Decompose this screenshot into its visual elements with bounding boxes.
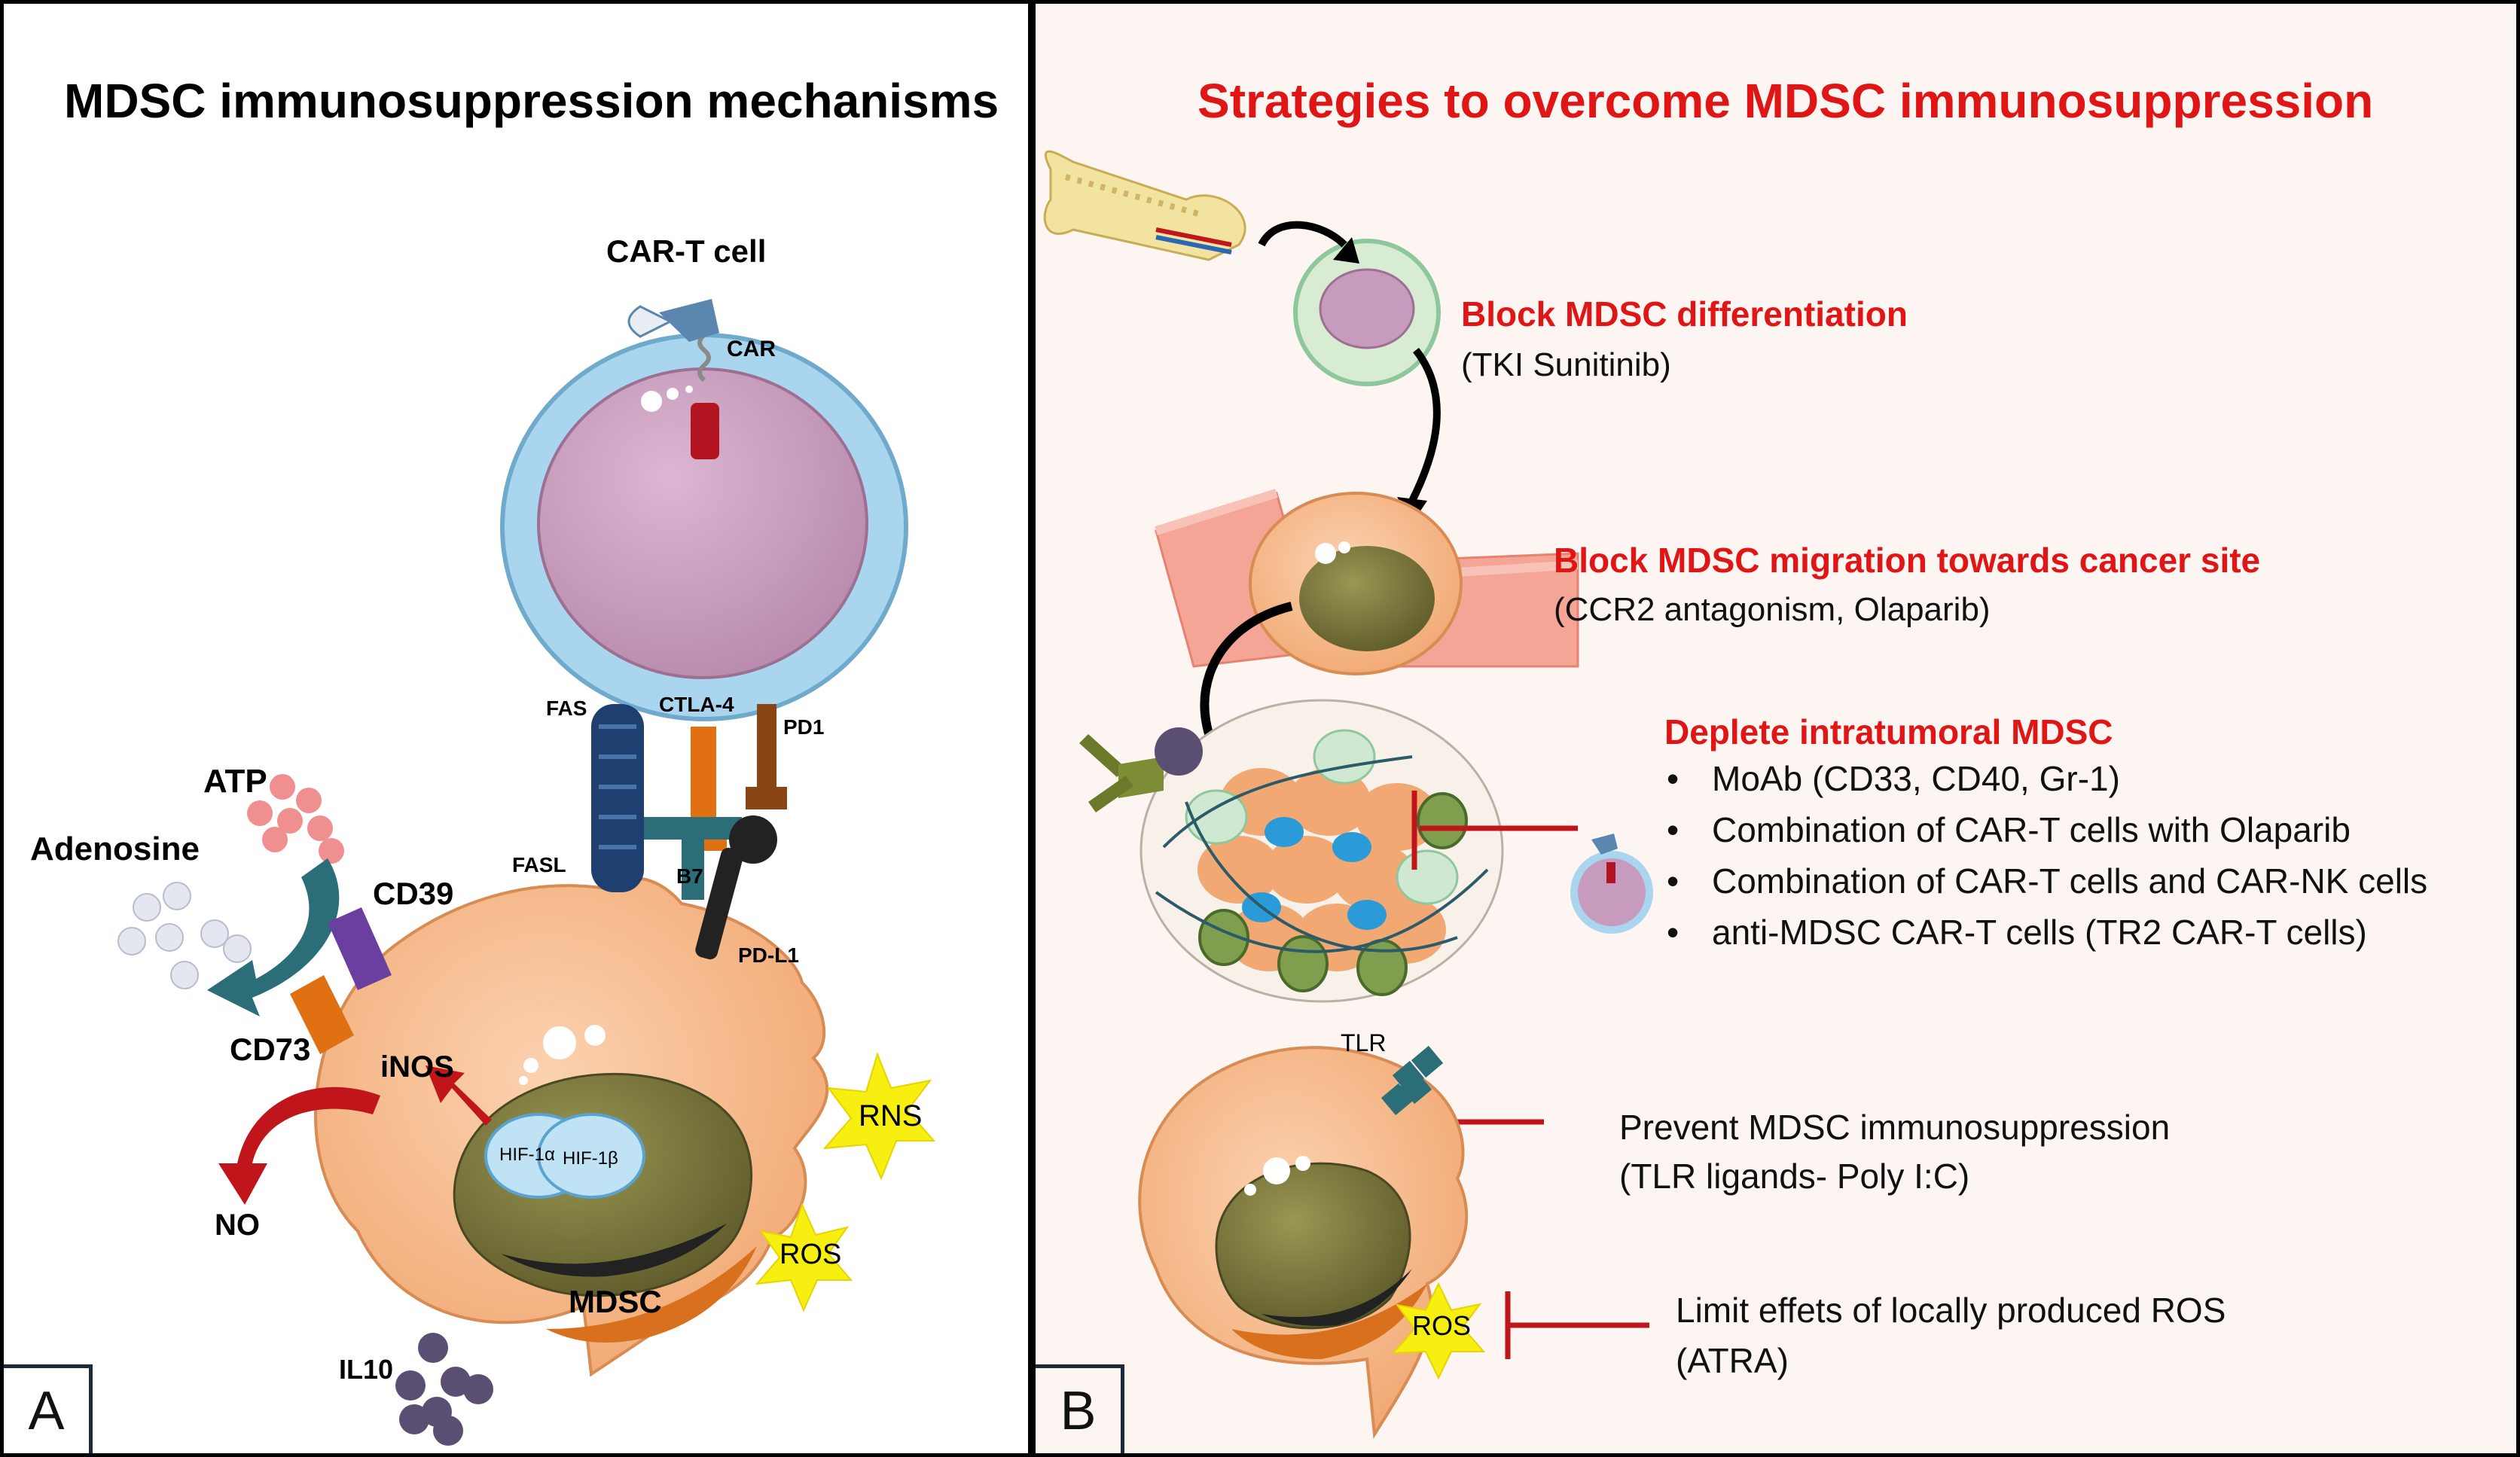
adenosine-molecules — [117, 882, 252, 989]
label-il10: IL10 — [339, 1354, 394, 1385]
panel-a: MDSC immunosuppression mechanisms — [0, 0, 1032, 1457]
tlr-receptor — [1381, 1045, 1444, 1116]
arrow-to-migration — [1408, 347, 1441, 503]
panel-b: Strategies to overcome MDSC immunosuppre… — [1032, 0, 2520, 1457]
strategy-deplete-heading: Deplete intratumoral MDSC — [1664, 712, 2113, 751]
ros-star-a — [755, 1202, 853, 1312]
adenosine-arrow — [207, 858, 340, 1017]
label-hif1a: HIF-1α — [499, 1145, 555, 1165]
label-ros-b: ROS — [1412, 1310, 1472, 1341]
strategy-migration-detail: (CCR2 antagonism, Olaparib) — [1554, 591, 1991, 628]
label-ctla4: CTLA-4 — [659, 693, 734, 716]
pd1-pdl1 — [695, 704, 787, 960]
tumor-mass — [1139, 699, 1504, 1003]
ctla4-b7 — [644, 727, 742, 900]
label-fas: FAS — [546, 696, 587, 720]
panel-b-illustration — [1043, 150, 1653, 1440]
fas-fasl — [591, 704, 644, 892]
strategy-limit-line2: (ATRA) — [1676, 1341, 1789, 1380]
hif-complex — [484, 1113, 645, 1199]
antibody — [1079, 727, 1203, 812]
bone-marrow — [1043, 150, 1246, 261]
label-b7: B7 — [676, 864, 703, 888]
car-t-cell — [500, 333, 908, 721]
small-car-t-cell — [1570, 834, 1653, 934]
il10-molecules — [395, 1333, 493, 1446]
label-tlr: TLR — [1341, 1029, 1387, 1056]
strategy-prevent-line1: Prevent MDSC immunosuppression — [1619, 1108, 2171, 1147]
progenitor-cell — [1293, 239, 1441, 386]
label-cd73: CD73 — [230, 1032, 311, 1067]
car-receptor — [627, 299, 719, 459]
migrating-mdsc — [1249, 492, 1463, 675]
label-adenosine: Adenosine — [30, 831, 200, 867]
deplete-item: Combination of CAR-T cells and CAR-NK ce… — [1653, 861, 2427, 912]
strategy-limit-line1: Limit effets of locally produced ROS — [1676, 1291, 2226, 1330]
panel-b-letter: B — [1036, 1364, 1124, 1453]
panel-a-illustration — [117, 299, 936, 1446]
strategy-differentiation-detail: (TKI Sunitinib) — [1461, 346, 1671, 383]
deplete-item: anti-MDSC CAR-T cells (TR2 CAR-T cells) — [1653, 912, 2427, 963]
inhibit-tumor — [1411, 791, 1578, 870]
label-rns: RNS — [859, 1099, 923, 1132]
label-pdl1: PD-L1 — [738, 943, 799, 967]
inhibit-ros — [1505, 1291, 1649, 1359]
inos-arrow — [426, 1065, 492, 1126]
strategy-deplete-list: MoAb (CD33, CD40, Gr-1) Combination of C… — [1653, 758, 2427, 963]
panel-a-letter: A — [4, 1364, 93, 1453]
deplete-item: Combination of CAR-T cells with Olaparib — [1653, 809, 2427, 861]
label-atp: ATP — [203, 763, 267, 800]
label-pd1: PD1 — [783, 715, 825, 739]
mdsc-cell-b — [1138, 1046, 1469, 1440]
no-arrow — [218, 1087, 380, 1205]
rns-star — [822, 1051, 936, 1181]
label-car: CAR — [727, 337, 776, 361]
label-cd39: CD39 — [373, 876, 454, 911]
label-mdsc: MDSC — [569, 1284, 662, 1319]
label-fasl: FASL — [512, 853, 566, 876]
label-car-t-cell: CAR-T cell — [606, 233, 767, 269]
strategy-differentiation-heading: Block MDSC differentiation — [1461, 294, 1908, 334]
panel-a-title: MDSC immunosuppression mechanisms — [64, 74, 999, 128]
strategy-migration-heading: Block MDSC migration towards cancer site — [1554, 541, 2261, 580]
ros-star-b — [1391, 1282, 1486, 1380]
deplete-item: MoAb (CD33, CD40, Gr-1) — [1653, 758, 2427, 809]
strategy-prevent-line2: (TLR ligands- Poly I:C) — [1619, 1157, 1970, 1196]
label-ros-a: ROS — [779, 1239, 842, 1270]
label-hif1b: HIF-1β — [563, 1148, 618, 1169]
cd39 — [328, 907, 392, 990]
panel-b-title: Strategies to overcome MDSC immunosuppre… — [1197, 74, 2374, 128]
arrow-to-progenitor — [1258, 221, 1347, 248]
label-no: NO — [215, 1209, 260, 1242]
cd73 — [290, 975, 354, 1054]
atp-molecules — [247, 774, 344, 864]
label-inos: iNOS — [380, 1050, 454, 1084]
